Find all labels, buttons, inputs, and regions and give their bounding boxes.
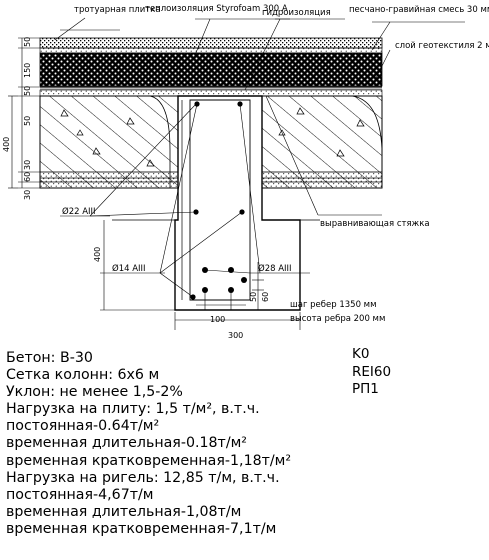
note-line: Нагрузка на плиту: 1,5 т/м², в.т.ч. bbox=[6, 401, 260, 418]
insulation-layer bbox=[39, 52, 383, 87]
dim-layer-150: 150 bbox=[23, 63, 32, 78]
rating-fire: REI60 bbox=[352, 363, 392, 380]
note-line: Бетон: В-30 bbox=[6, 350, 93, 366]
label-rib-height: высота ребра 200 мм bbox=[290, 314, 385, 324]
dim-bar-spacing: 100 bbox=[210, 315, 225, 324]
note-line: Нагрузка на ригель: 12,85 т/м, в.т.ч. bbox=[6, 469, 280, 486]
dim-rib-50: 50 bbox=[23, 116, 32, 126]
beam-outline bbox=[174, 95, 301, 311]
dim-cover-60: 60 bbox=[261, 292, 270, 302]
label-insulation: теплоизоляция Styrofoam 300 A bbox=[145, 4, 288, 14]
note-line: временная кратковременная-7,1т/м bbox=[6, 520, 277, 537]
dim-beam-400: 400 bbox=[93, 247, 102, 262]
label-sand-gravel: песчано-гравийная смесь 30 мм bbox=[349, 5, 489, 15]
stirrup bbox=[189, 99, 251, 301]
ratings-block: K0 REI60 РП1 bbox=[352, 346, 391, 399]
dim-layer-50b: 50 bbox=[23, 86, 32, 96]
dim-slab-400: 400 bbox=[2, 137, 11, 152]
note-line: Сетка колонн: 6х6 м bbox=[6, 367, 160, 384]
screed-layer bbox=[39, 89, 383, 97]
dim-rib-60: 60 bbox=[23, 172, 32, 182]
dim-rib-30b: 30 bbox=[23, 160, 32, 170]
note-line: постоянная-4,67т/м bbox=[6, 486, 154, 503]
sand-gravel-layer bbox=[39, 47, 383, 54]
right-rib-bottom bbox=[261, 171, 383, 189]
note-line: временная длительная-1,08т/м bbox=[6, 503, 242, 520]
label-rib-spacing: шаг ребер 1350 мм bbox=[290, 300, 377, 310]
label-bar-28: Ø28 AIII bbox=[258, 263, 292, 274]
dim-beam-width: 300 bbox=[228, 331, 243, 340]
left-dimensions bbox=[8, 37, 301, 330]
rating-class: K0 bbox=[352, 346, 370, 362]
section-drawing: тротуарная плитка теплоизоляция Styrofoa… bbox=[2, 4, 489, 340]
note-line: Уклон: не менее 1,5-2% bbox=[6, 384, 183, 401]
rating-rp: РП1 bbox=[352, 381, 379, 398]
dim-cover-50: 50 bbox=[249, 292, 258, 302]
label-bar-22: Ø22 AIII bbox=[62, 206, 96, 217]
design-notes: Бетон: В-30 Сетка колонн: 6х6 м Уклон: н… bbox=[6, 350, 336, 538]
note-line: временная кратковременная-1,18т/м² bbox=[6, 452, 292, 469]
label-geotextile: слой геотекстиля 2 мм bbox=[395, 41, 489, 51]
dim-layer-50a: 50 bbox=[23, 37, 32, 47]
note-line: постоянная-0.64т/м² bbox=[6, 418, 160, 435]
concrete-aggregate-marks bbox=[60, 107, 365, 167]
label-waterproofing: гидроизоляция bbox=[262, 8, 331, 18]
note-line: временная длительная-0.18т/м² bbox=[6, 435, 247, 452]
paving-tile-layer bbox=[39, 37, 383, 49]
label-leveling-screed: выравнивающая стяжка bbox=[320, 219, 430, 229]
label-bar-14: Ø14 AIII bbox=[112, 263, 146, 274]
dim-rib-30: 30 bbox=[23, 190, 32, 200]
label-paving-tile: тротуарная плитка bbox=[74, 5, 161, 15]
left-rib-bottom bbox=[39, 171, 179, 189]
